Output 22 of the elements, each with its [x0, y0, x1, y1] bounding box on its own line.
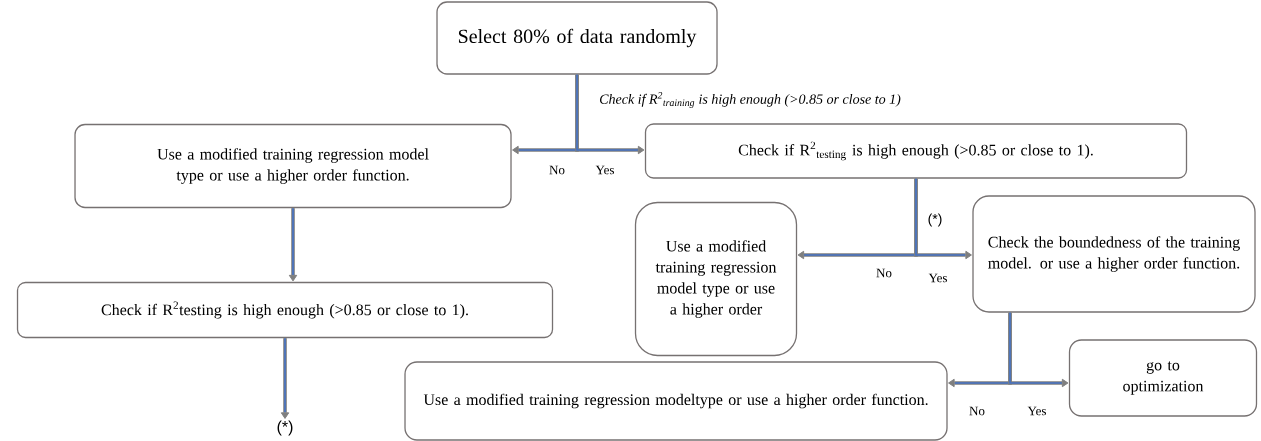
- arrow: [280, 337, 290, 419]
- edge-label: No: [875, 267, 893, 279]
- arrow: [1008, 311, 1069, 388]
- arrow: [914, 177, 972, 260]
- condition-text: Check if R$^{2}$$_{training}$ is high enough (>0.85 or close to 1): [600, 92, 901, 108]
- process-box: Use a modified training regression modeltype or use a higher order function.: [404, 361, 948, 441]
- edge-label: No: [968, 405, 986, 417]
- process-box: Use a modified training regression model type or use a higher order: [634, 201, 798, 357]
- process-box: go to optimization: [1068, 339, 1258, 417]
- edge-label: Yes: [594, 164, 616, 176]
- process-box: Use a modified training regression model type or use a higher order function.: [74, 123, 512, 209]
- arrow: [288, 207, 298, 282]
- arrow: [575, 73, 645, 155]
- edge-label: Yes: [927, 272, 949, 284]
- process-box: Check if R$^{2}$$_{testing}$ is high enough (>0.85 or close to 1).: [644, 123, 1188, 179]
- process-box: Check if R$^{2}$testing is high enough (>0.85 or close to 1).: [16, 281, 554, 339]
- process-box: Check the boundedness of the training model. or use a higher order function.: [972, 195, 1256, 313]
- process-box: Select 80% of data randomly: [436, 1, 718, 75]
- edge-label: No: [548, 164, 566, 176]
- note-marker: (*): [928, 213, 942, 227]
- edge-label: Yes: [1026, 405, 1048, 417]
- end-marker: (*): [277, 420, 293, 436]
